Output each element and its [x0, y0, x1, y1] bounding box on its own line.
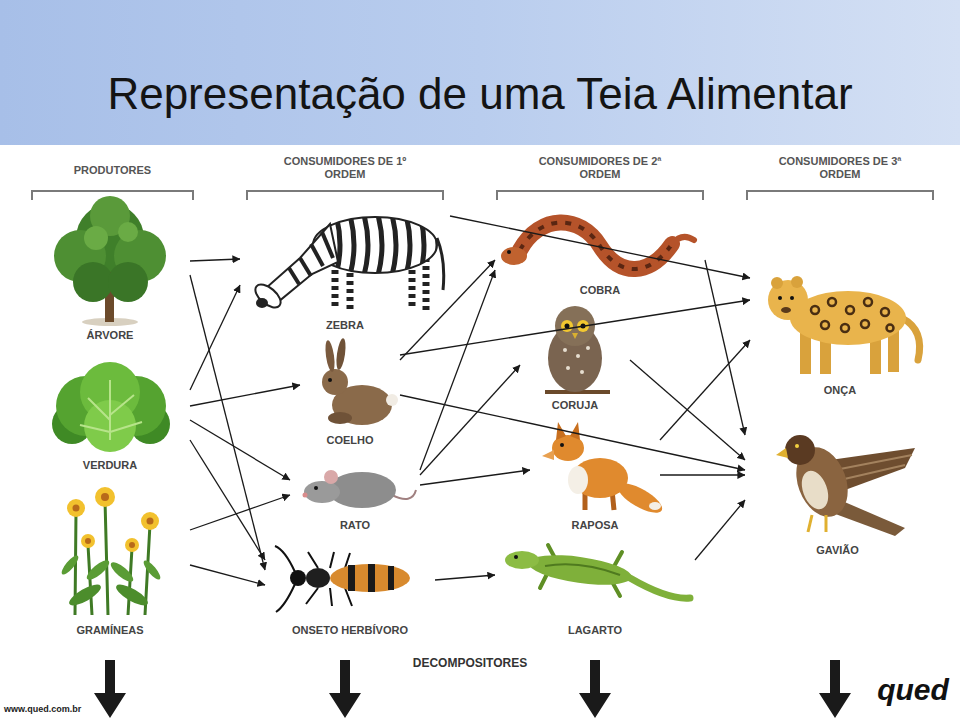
food-arrow	[190, 495, 290, 530]
organism-node: ÁRVORE	[30, 200, 190, 345]
food-arrow	[660, 474, 745, 475]
column-heading: PRODUTORES	[30, 164, 195, 177]
organism-node: GAVIÃO	[745, 420, 930, 560]
logo-watermark: qued	[870, 672, 956, 708]
organism-node: COBRA	[495, 205, 705, 300]
lizard-picture	[505, 545, 690, 598]
food-arrow	[400, 395, 745, 470]
organism-label: GAVIÃO	[745, 544, 930, 556]
food-arrow	[400, 300, 750, 355]
organism-label: RATO	[290, 519, 420, 531]
jaguar-picture	[768, 276, 920, 374]
slide-title: Representação de uma Teia Alimentar	[107, 27, 852, 119]
rat-picture	[303, 470, 417, 508]
organism-node: ZEBRA	[240, 205, 450, 335]
column-brackets	[32, 191, 933, 200]
column-heading: CONSUMIDORES DE 2ª ORDEM	[535, 155, 665, 181]
decomposer-heading: DECOMPOSITORES	[400, 656, 540, 670]
owl-picture	[545, 306, 610, 392]
food-arrow	[190, 285, 240, 390]
food-arrow	[190, 440, 265, 560]
food-arrow	[660, 340, 750, 440]
organism-node: LAGARTO	[495, 530, 695, 640]
food-arrow	[450, 216, 750, 278]
food-arrow	[420, 470, 530, 485]
food-arrow	[190, 565, 265, 585]
organism-label: GRAMÍNEAS	[30, 624, 190, 636]
organism-label: VERDURA	[30, 459, 190, 471]
rabbit-picture	[322, 338, 398, 425]
organism-label: COELHO	[300, 434, 400, 446]
organism-label: COBRA	[495, 284, 705, 296]
organism-node: COELHO	[300, 335, 400, 450]
organism-node: ONÇA	[750, 260, 930, 400]
lettuce-picture	[52, 362, 170, 452]
source-url: www.qued.com.br	[4, 704, 92, 715]
food-arrow	[400, 260, 495, 360]
title-band: Representação de uma Teia Alimentar	[0, 0, 960, 145]
organism-node: GRAMÍNEAS	[30, 490, 190, 640]
organism-node: CORUJA	[520, 305, 630, 415]
organism-label: ONSETO HERBÍVORO	[265, 624, 435, 636]
tree-picture	[54, 196, 166, 326]
fox-picture	[542, 422, 666, 518]
food-arrow	[420, 270, 495, 470]
organism-label: CORUJA	[520, 399, 630, 411]
grass-picture	[59, 487, 163, 615]
hawk-picture	[776, 435, 915, 536]
snake-picture	[501, 222, 694, 269]
organism-node: VERDURA	[30, 360, 190, 475]
organism-node: ONSETO HERBÍVORO	[265, 540, 435, 640]
column-heading: CONSUMIDORES DE 1º ORDEM	[280, 155, 410, 181]
organism-label: LAGARTO	[495, 624, 695, 636]
food-arrow	[190, 385, 300, 406]
food-arrow	[705, 260, 745, 435]
food-arrow	[190, 420, 290, 480]
zebra-picture	[251, 215, 443, 312]
food-arrow	[190, 259, 240, 261]
food-arrow	[420, 365, 520, 475]
organism-label: ZEBRA	[240, 319, 450, 331]
organism-node: RATO	[290, 455, 420, 535]
food-arrow	[435, 575, 495, 580]
organism-node: RAPOSA	[530, 415, 660, 535]
column-heading: CONSUMIDORES DE 3ª ORDEM	[775, 155, 905, 181]
organism-label: RAPOSA	[530, 519, 660, 531]
organism-label: ONÇA	[750, 384, 930, 396]
food-arrow	[695, 500, 745, 560]
insect-picture	[275, 546, 410, 612]
organism-label: ÁRVORE	[30, 329, 190, 341]
